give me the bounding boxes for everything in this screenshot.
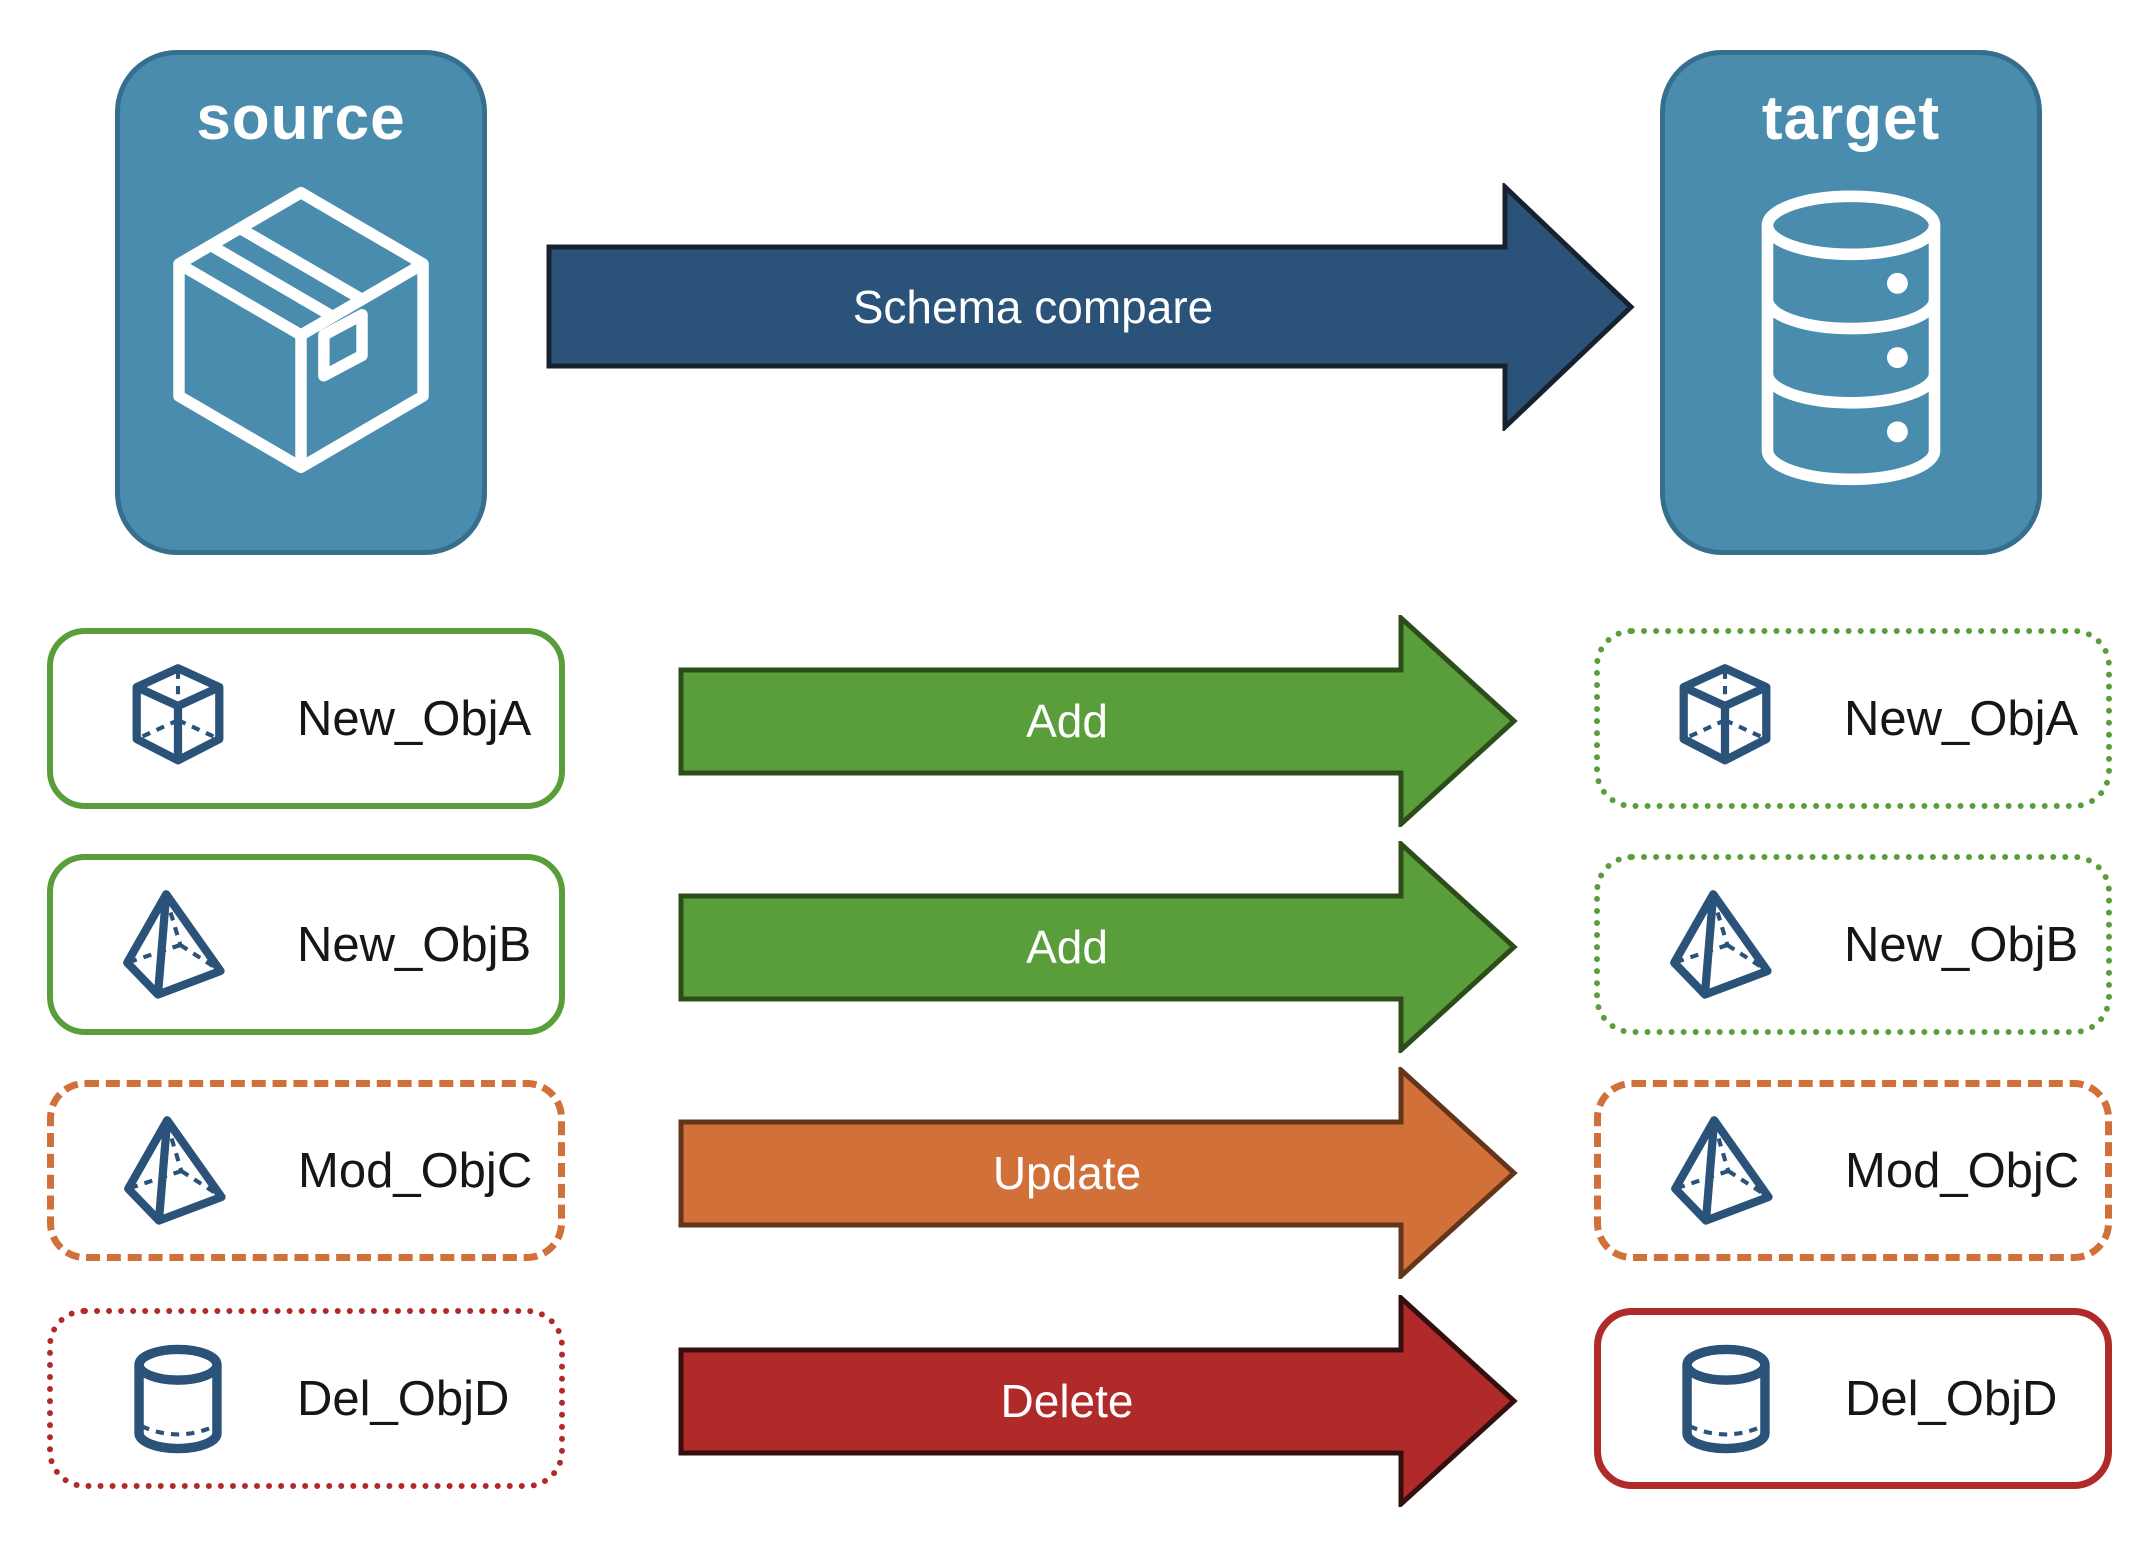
source-object-box-mod-objc: Mod_ObjC [47,1080,565,1261]
schema-compare-arrow-label: Schema compare [853,281,1214,333]
object-label: New_ObjB [1844,917,2079,972]
cylinder-icon [1682,1344,1770,1453]
object-label: Mod_ObjC [1845,1143,2080,1198]
object-label: New_ObjA [1844,691,2079,746]
schema-compare-arrow: Schema compare [546,183,1635,431]
target-object-box-mod-objc: Mod_ObjC [1594,1080,2112,1261]
cylinder-icon [134,1344,222,1453]
delete-arrow: Delete [678,1295,1518,1507]
update-arrow-label: Update [993,1147,1141,1199]
pyramid-icon [123,889,225,999]
source-node: source [115,50,487,555]
target-node-label: target [1761,84,1941,153]
target-object-box-new-objb: New_ObjB [1594,854,2112,1035]
add-arrow-2: Add [678,841,1518,1053]
target-node: target [1660,50,2042,555]
object-label: New_ObjB [297,917,532,972]
delete-arrow-label: Delete [1001,1375,1134,1427]
database-icon [1761,190,1941,486]
target-object-box-new-obja: New_ObjA [1594,628,2112,809]
source-node-label: source [196,84,406,153]
pyramid-icon [1671,1115,1773,1225]
target-object-box-del-objd: Del_ObjD [1594,1308,2112,1489]
package-icon [173,186,429,474]
add-arrow-1: Add [678,615,1518,827]
add-arrow-label: Add [1026,695,1108,747]
update-arrow: Update [678,1067,1518,1279]
source-object-box-del-objd: Del_ObjD [47,1308,565,1489]
source-object-box-new-objb: New_ObjB [47,854,565,1035]
object-label: Mod_ObjC [298,1143,533,1198]
cube-icon [132,663,224,764]
add-arrow-label: Add [1026,921,1108,973]
object-label: Del_ObjD [1845,1371,2058,1426]
object-label: New_ObjA [297,691,532,746]
source-object-box-new-obja: New_ObjA [47,628,565,809]
pyramid-icon [124,1115,226,1225]
cube-icon [1679,663,1771,764]
object-label: Del_ObjD [297,1371,510,1426]
pyramid-icon [1670,889,1772,999]
